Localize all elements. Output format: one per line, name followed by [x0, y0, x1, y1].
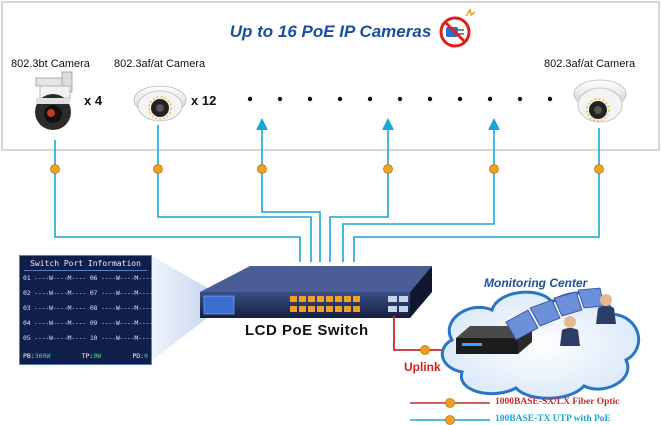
- camera-panel: [1, 1, 660, 151]
- dome-camera-icon: [133, 85, 187, 122]
- lcd-port-row: 05 ----W----M---- 10 ----W----M----: [23, 334, 153, 342]
- more-cameras-dots: [247, 96, 553, 102]
- no-power-plug-icon: [439, 8, 476, 48]
- upstream-arrows: [256, 118, 500, 130]
- af-camera-label: 802.3af/at Camera: [114, 58, 206, 70]
- legend-fiber-label: 1000BASE-SX/LX Fiber Optic: [495, 397, 620, 407]
- bt-camera-label: 802.3bt Camera: [11, 58, 90, 70]
- lcd-zoom-beam: [150, 255, 215, 362]
- speed-dome-camera-icon: [35, 71, 73, 130]
- legend-utp-label: 100BASE-TX UTP with PoE: [495, 414, 611, 424]
- uplink-label: Uplink: [404, 360, 441, 374]
- cloud-icon: [440, 290, 641, 400]
- lcd-port-row: 04 ----W----M---- 09 ----W----M----: [23, 319, 153, 327]
- lcd-port-row: 03 ----W----M---- 08 ----W----M----: [23, 304, 153, 312]
- lcd-port-info-panel: Switch Port Information 01 ----W----M---…: [19, 255, 153, 365]
- lcd-footer: PB:300W TP:0W PD:0: [23, 352, 148, 360]
- dome-camera-right-icon: [573, 79, 627, 123]
- lcd-powered-devices: PD:0: [132, 352, 148, 360]
- monitor-wall-icon: [505, 287, 605, 341]
- lcd-power-budget: PB:300W: [23, 352, 51, 360]
- lcd-port-row: 01 ----W----M---- 06 ----W----M----: [23, 274, 153, 282]
- lcd-total-power: TP:0W: [81, 352, 102, 360]
- poe-markers: [50, 164, 604, 174]
- monitoring-center-label: Monitoring Center: [484, 276, 588, 290]
- af-camera-label-right: 802.3af/at Camera: [544, 58, 636, 70]
- lcd-title: Switch Port Information: [24, 259, 147, 271]
- switch-label: LCD PoE Switch: [245, 322, 369, 339]
- af-camera-count: x 12: [191, 93, 217, 108]
- bt-camera-count: x 4: [84, 93, 103, 108]
- legend-swatches: [410, 398, 490, 425]
- lcd-port-row: 02 ----W----M---- 07 ----W----M----: [23, 289, 153, 297]
- poe-switch-icon: [200, 266, 432, 318]
- operator-icon: [560, 294, 616, 346]
- diagram-title: Up to 16 PoE IP Cameras: [229, 22, 432, 41]
- uplink-marker: [420, 345, 430, 355]
- fiber-uplink-cable: [393, 316, 458, 351]
